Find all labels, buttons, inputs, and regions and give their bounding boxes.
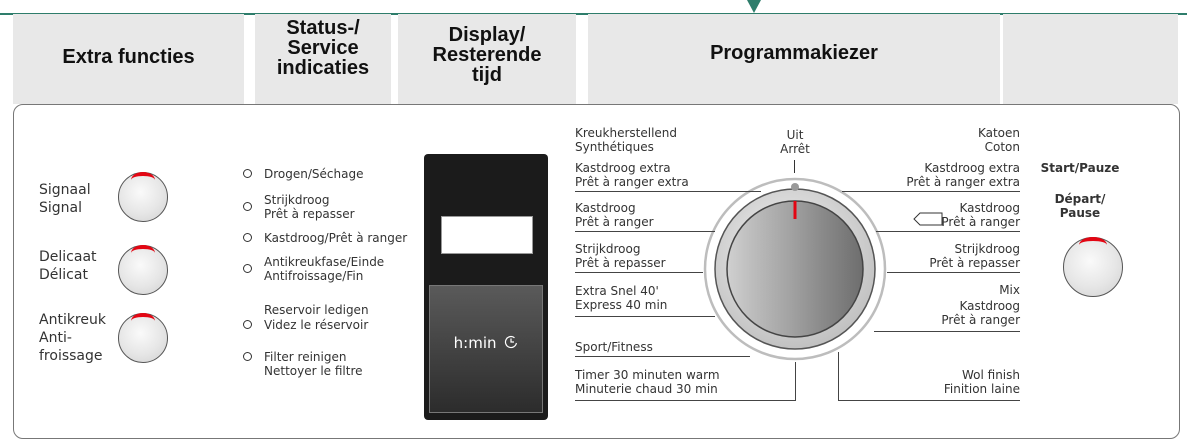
clock-icon [505, 335, 518, 349]
status-antikreukfase-line2: Antifroissage/Fin [264, 269, 364, 283]
program-mix-underline [874, 331, 1020, 332]
remaining-time-display: h:min [424, 154, 548, 420]
start-label-nl: Start/Pauze [1040, 161, 1120, 175]
hmin-label: h:min [453, 334, 497, 352]
program-kastdroog-left-underline [575, 231, 715, 232]
start-label-fr2: Pause [1059, 206, 1101, 220]
header-status-line1: Status-/ [286, 17, 360, 39]
program-wol-underline [838, 400, 1020, 401]
delicaat-label-nl: Delicaat [39, 249, 97, 265]
header-extra-functies [13, 14, 244, 104]
status-strijkdroog-line1: Strijkdroog [264, 193, 330, 207]
program-kastdroog-left-nl: Kastdroog [575, 201, 636, 215]
program-mix-kastdroog: Kastdroog [959, 299, 1020, 313]
program-katoen-fr: Coton [984, 140, 1020, 154]
status-led-filter [243, 352, 252, 361]
status-filter-line2: Nettoyer le filtre [264, 364, 363, 378]
start-label-fr1: Départ/ [1054, 192, 1106, 206]
time-button-area[interactable]: h:min [429, 285, 543, 413]
program-kreukherstellend-fr: Synthétiques [575, 140, 654, 154]
program-wol-stem [838, 352, 839, 400]
program-kastdroog-extra-right-nl: Kastdroog extra [924, 161, 1020, 175]
program-kastdroog-extra-right-fr: Prêt à ranger extra [906, 175, 1020, 189]
status-reservoir-line2: Videz le réservoir [264, 318, 369, 332]
program-timer-underline [575, 400, 796, 401]
program-kastdroog-extra-right-underline [842, 191, 1020, 192]
program-strijkdroog-left-fr: Prêt à repasser [575, 256, 666, 270]
program-wol-fr: Finition laine [943, 382, 1020, 396]
program-extra-snel-fr: Express 40 min [575, 298, 668, 312]
signaal-label-nl: Signaal [39, 182, 91, 198]
status-led-kastdroog [243, 233, 252, 242]
program-kastdroog-right-underline [876, 231, 1020, 232]
program-kastdroog-right-fr: Prêt à ranger [941, 215, 1020, 229]
header-display-line3: tijd [472, 64, 502, 86]
program-mix-nl: Mix [999, 283, 1020, 297]
status-antikreukfase-line1: Antikreukfase/Einde [264, 255, 385, 269]
header-start [1003, 14, 1178, 104]
header-status [255, 14, 391, 104]
program-timer-fr: Minuterie chaud 30 min [575, 382, 718, 396]
signaal-button[interactable] [118, 172, 168, 222]
program-kastdroog-extra-fr: Prêt à ranger extra [575, 175, 689, 189]
control-panel [13, 104, 1180, 439]
header-status-line2: Service [287, 37, 359, 59]
program-timer-nl: Timer 30 minuten warm [575, 368, 720, 382]
dial-off-fr: Arrêt [780, 142, 810, 156]
lcd-screen [441, 216, 533, 254]
tag-icon [913, 212, 943, 226]
status-kastdroog-label: Kastdroog/Prêt à ranger [264, 231, 408, 245]
program-strijkdroog-right-nl: Strijkdroog [954, 242, 1020, 256]
antikreuk-label-fr: Anti- [39, 330, 72, 346]
program-kastdroog-left-fr: Prêt à ranger [575, 215, 654, 229]
program-mix-fr: Prêt à ranger [941, 313, 1020, 327]
program-extra-snel-underline [575, 316, 715, 317]
program-sport-fitness-underline [575, 356, 750, 357]
antikreuk-label-nl: Antikreuk [39, 312, 106, 328]
dial-off-tick [794, 160, 795, 173]
start-pause-button[interactable] [1063, 237, 1123, 297]
header-programmakiezer [588, 14, 1000, 104]
header-display [398, 14, 576, 104]
program-extra-snel-nl: Extra Snel 40' [575, 284, 659, 298]
header-status-line3: indicaties [276, 57, 370, 79]
pointer-arrow-icon [747, 0, 761, 13]
program-wol-nl: Wol finish [961, 368, 1020, 382]
program-strijkdroog-left-nl: Strijkdroog [575, 242, 641, 256]
antikreuk-button[interactable] [118, 313, 168, 363]
dial-off-nl: Uit [786, 128, 804, 142]
status-reservoir-line1: Reservoir ledigen [264, 303, 369, 317]
program-timer-stem [795, 362, 796, 400]
status-drogen-label: Drogen/Séchage [264, 167, 364, 181]
program-kastdroog-right-nl: Kastdroog [959, 201, 1020, 215]
status-led-drogen [243, 169, 252, 178]
header-extra-functies-text: Extra functies [62, 46, 195, 68]
status-led-antikreukfase [243, 264, 252, 273]
header-display-line2: Resterende [432, 44, 542, 66]
header-programmakiezer-text: Programmakiezer [710, 42, 878, 64]
program-sport-fitness: Sport/Fitness [575, 340, 653, 354]
program-kreukherstellend-nl: Kreukherstellend [575, 126, 678, 140]
program-kastdroog-extra-underline [575, 191, 761, 192]
program-strijkdroog-right-fr: Prêt à repasser [929, 256, 1020, 270]
status-led-strijkdroog [243, 202, 252, 211]
header-display-line1: Display/ [448, 24, 526, 46]
program-strijkdroog-left-underline [575, 272, 703, 273]
status-strijkdroog-line2: Prêt à repasser [264, 207, 355, 221]
status-led-reservoir [243, 320, 252, 329]
delicaat-button[interactable] [118, 245, 168, 295]
program-strijkdroog-right-underline [887, 272, 1020, 273]
dial-off-dot [791, 183, 799, 191]
antikreuk-label-fr2: froissage [39, 348, 103, 364]
program-kastdroog-extra-nl: Kastdroog extra [575, 161, 671, 175]
program-katoen-nl: Katoen [977, 126, 1020, 140]
signaal-label-fr: Signal [39, 200, 83, 216]
program-dial[interactable] [700, 174, 890, 364]
delicaat-label-fr: Délicat [39, 267, 88, 283]
status-filter-line1: Filter reinigen [264, 350, 347, 364]
